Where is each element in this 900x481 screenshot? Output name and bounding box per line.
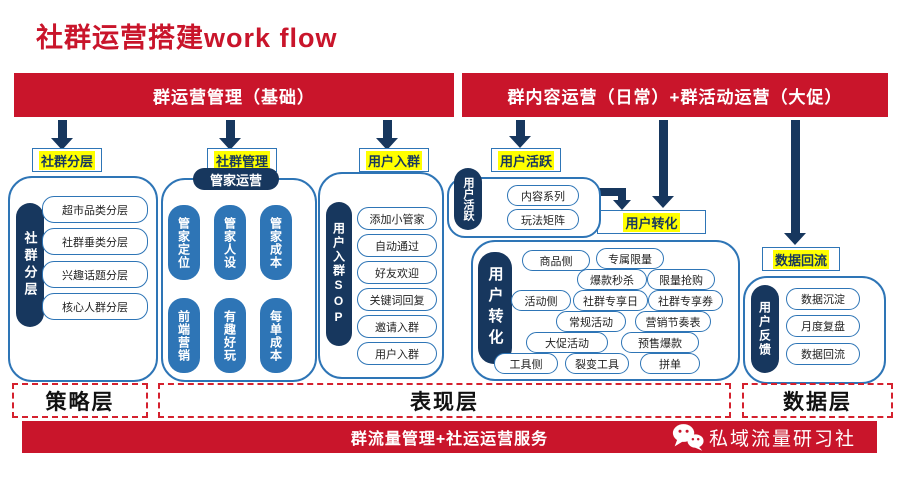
bottom-bar-text: 群流量管理+社运运营服务 <box>350 431 549 448</box>
pill-conversion-title: 用户转化 <box>478 252 512 364</box>
joining-item: 关键词回复 <box>357 288 437 311</box>
conversion-item: 裂变工具 <box>565 353 629 374</box>
layer-data: 数据层 <box>742 383 893 418</box>
conversion-item: 营销节奏表 <box>635 311 711 332</box>
activation-item: 玩法矩阵 <box>507 209 579 230</box>
arrow-down-icon <box>652 120 674 208</box>
activation-item: 内容系列 <box>507 185 579 206</box>
arrow-down-icon <box>51 120 73 150</box>
feedback-item: 数据沉淀 <box>786 288 860 310</box>
joining-item: 邀请入群 <box>357 315 437 338</box>
conversion-item: 预售爆款 <box>621 332 699 353</box>
brand-badge: 私域流量研习社 <box>672 421 856 453</box>
conversion-item: 专属限量 <box>596 248 664 269</box>
joining-item: 添加小管家 <box>357 207 437 230</box>
arrow-down-icon <box>376 120 398 150</box>
pill-layering-title: 社群分层 <box>16 203 44 327</box>
management-item: 管家人设 <box>214 205 246 280</box>
top-bar-group-operation: 群运营管理（基础） <box>14 73 454 117</box>
layer-strategy: 策略层 <box>12 383 148 418</box>
pill-activation-title: 用户活跃 <box>454 168 482 230</box>
label-data-reflow: 数据回流 <box>762 247 840 271</box>
layering-item: 社群垂类分层 <box>42 228 148 255</box>
management-item: 前端营销 <box>168 298 200 373</box>
joining-item: 用户入群 <box>357 342 437 365</box>
label-community-layering: 社群分层 <box>32 148 102 172</box>
conversion-item: 社群专享日 <box>573 290 648 311</box>
management-item: 每单成本 <box>260 298 292 373</box>
feedback-item: 月度复盘 <box>786 315 860 337</box>
conversion-item: 商品侧 <box>522 250 590 271</box>
conversion-item: 工具侧 <box>494 353 558 374</box>
page-title: 社群运营搭建work flow <box>36 23 338 53</box>
top-bar-content-activity: 群内容运营（日常）+群活动运营（大促） <box>462 73 888 117</box>
bottom-bar: 群流量管理+社运运营服务 <box>22 421 877 453</box>
conversion-item: 限量抢购 <box>647 269 715 290</box>
joining-item: 自动通过 <box>357 234 437 257</box>
conversion-item: 社群专享券 <box>648 290 723 311</box>
brand-name: 私域流量研习社 <box>709 428 857 450</box>
wechat-icon <box>672 423 704 451</box>
feedback-item: 数据回流 <box>786 343 860 365</box>
layer-presentation: 表现层 <box>158 383 731 418</box>
arrow-down-icon <box>784 120 806 245</box>
label-user-conversion: 用户转化 <box>597 210 706 234</box>
pill-feedback-title: 用户反馈 <box>751 285 779 373</box>
conversion-item: 活动侧 <box>511 290 571 311</box>
elbow-arrow-icon <box>613 200 631 210</box>
conversion-item: 常规活动 <box>556 311 626 332</box>
layering-item: 超市品类分层 <box>42 196 148 223</box>
conversion-item: 爆款秒杀 <box>577 269 647 290</box>
joining-item: 好友欢迎 <box>357 261 437 284</box>
label-user-activation: 用户活跃 <box>491 148 561 172</box>
pill-joining-sop: 用户入群SOP <box>326 202 352 346</box>
elbow-arrow-icon <box>597 188 626 196</box>
management-item: 有趣好玩 <box>214 298 246 373</box>
pill-butler-operation-header: 管家运营 <box>193 168 279 190</box>
conversion-item: 拼单 <box>640 353 700 374</box>
arrow-down-icon <box>219 120 241 150</box>
management-item: 管家成本 <box>260 205 292 280</box>
layering-item: 核心人群分层 <box>42 293 148 320</box>
management-item: 管家定位 <box>168 205 200 280</box>
arrow-down-icon <box>509 120 531 148</box>
label-user-joining: 用户入群 <box>359 148 429 172</box>
layering-item: 兴趣话题分层 <box>42 261 148 288</box>
conversion-item: 大促活动 <box>526 332 608 353</box>
elbow-arrow-icon <box>618 188 626 201</box>
